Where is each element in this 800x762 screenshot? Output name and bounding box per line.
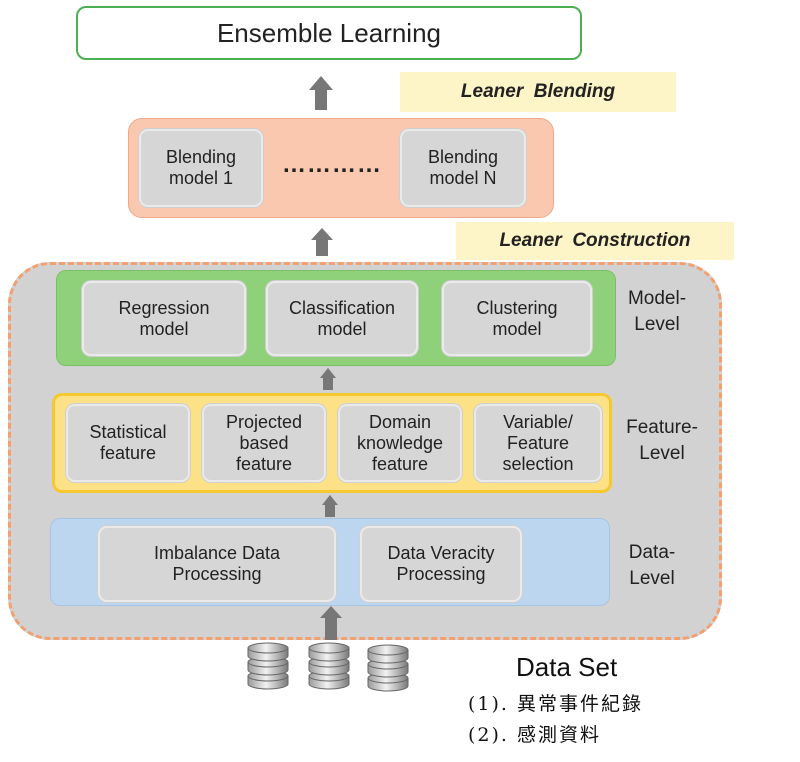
dataset-item: (1). 異常事件紀錄 [468,693,643,715]
ensemble-learning-box: Ensemble Learning [76,6,582,60]
arrow-up-icon [320,606,342,640]
learner-blending-banner: Leaner Blending [400,72,676,112]
imbalance-data-processing-label: Imbalance Data Processing [153,543,281,584]
database-icon [247,642,289,690]
regression-model-label: Regression model [118,297,210,339]
blending-model-1-box: Blending model 1 [139,129,263,207]
clustering-model-box: Clustering model [442,281,592,356]
database-icon [367,644,409,692]
arrow-up-icon [309,76,333,110]
blending-ellipsis: ………… [282,151,382,178]
blending-model-n-label: Blending model N [427,147,499,188]
arrow-up-icon [311,228,333,256]
data-veracity-processing-label: Data Veracity Processing [387,543,495,584]
model-level-label: Model- Level [627,288,687,335]
database-icon [308,642,350,690]
statistical-feature-label: Statistical feature [89,422,167,463]
learner-construction-label: Leaner Construction [499,230,691,251]
learner-blending-label: Leaner Blending [460,81,616,102]
classification-model-label: Classification model [288,297,396,339]
ensemble-learning-title: Ensemble Learning [216,17,442,48]
arrow-up-icon [322,495,338,517]
learner-construction-banner: Leaner Construction [456,222,734,260]
statistical-feature-box: Statistical feature [66,404,190,482]
imbalance-data-processing-box: Imbalance Data Processing [98,526,336,602]
dataset-item: (2). 感測資料 [468,724,601,746]
feature-selection-label: Variable/ Feature selection [502,411,574,474]
clustering-model-label: Clustering model [476,297,558,339]
blending-model-1-label: Blending model 1 [165,147,237,188]
projected-feature-box: Projected based feature [202,404,326,482]
projected-feature-label: Projected based feature [225,411,303,474]
classification-model-box: Classification model [266,281,418,356]
feature-level-label: Feature- Level [626,417,698,464]
data-level-label: Data- Level [628,542,676,589]
arrow-up-icon [320,368,336,390]
data-veracity-processing-box: Data Veracity Processing [360,526,522,602]
domain-knowledge-feature-box: Domain knowledge feature [338,404,462,482]
dataset-title: Data Set [516,652,618,682]
domain-knowledge-feature-label: Domain knowledge feature [356,411,444,474]
regression-model-box: Regression model [82,281,246,356]
feature-selection-box: Variable/ Feature selection [474,404,602,482]
blending-model-n-box: Blending model N [400,129,526,207]
